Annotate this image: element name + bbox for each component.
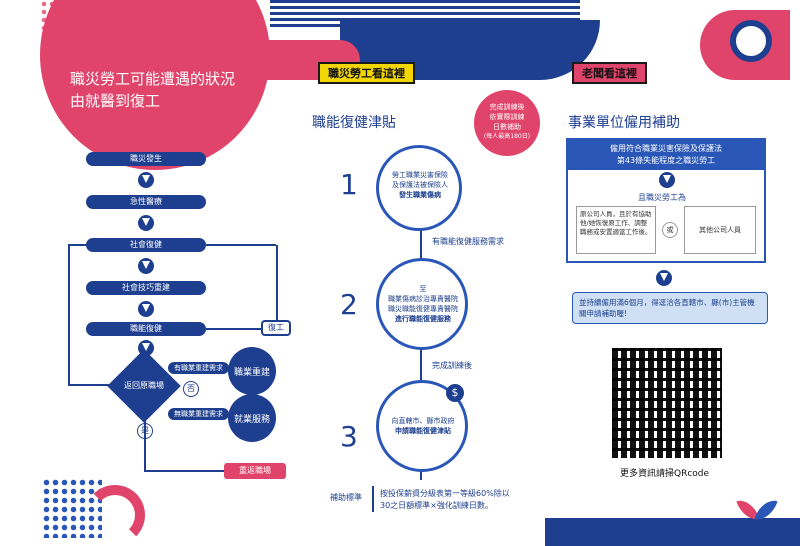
right-connector-mid <box>206 328 262 330</box>
flow-step-4: 社會技巧重建 <box>86 281 206 295</box>
right-main-box: 僱用符合職業災害保險及保護法 第43條失能程度之職災勞工 且職災勞工為 原公司人… <box>566 138 766 263</box>
right-header-tag: 老闆看這裡 <box>572 62 647 84</box>
step2-line2: 職業傷病診治專責醫院 <box>388 295 458 303</box>
badge: 完成訓練後 依實際訓練 日數補助 (每人最高180日) <box>474 90 540 156</box>
return-work-box: 復工 <box>261 320 291 336</box>
badge-line4: (每人最高180日) <box>483 133 531 140</box>
branch2-node-label: 就業服務 <box>233 414 270 425</box>
step1-text: 勞工職業災害保險 及保護法被保險人 發生職業傷病 <box>382 170 458 200</box>
bottom-navy-bar <box>545 518 800 546</box>
right-connector-line <box>276 245 278 320</box>
step3-number: 3 <box>340 420 358 453</box>
step2-text: 至 職業傷病診治專責醫院 職災職能復健專責醫院 進行職能復健服務 <box>380 284 466 324</box>
option1-text: 原公司人員，且於有協助他/她恢復原工作、調整職務或安置適當工作後。 <box>580 210 652 236</box>
red-dot-top-left <box>40 0 110 70</box>
flow-step-2: 急性醫療 <box>86 195 206 209</box>
left-title-line2: 由就醫到復工 <box>70 92 161 110</box>
no-circle: 否 <box>183 381 199 397</box>
option2-box: 其他公司人員 <box>684 206 756 254</box>
step1-bold: 發生職業傷病 <box>399 191 441 199</box>
yes-line <box>144 412 146 470</box>
step2-number: 2 <box>340 288 358 321</box>
left-connector-line <box>68 245 70 385</box>
left-title: 職災勞工可能遭遇的狀況 由就醫到復工 <box>70 68 260 112</box>
between2-text: 完成訓練後 <box>432 361 472 370</box>
step1-line2: 及保護法被保險人 <box>392 181 448 189</box>
down-arrow-icon <box>138 301 154 317</box>
down-arrow-icon <box>138 215 154 231</box>
step3-text: 向直轄市、縣市政府 申請職能復健津貼 <box>380 416 466 436</box>
branch2-tag: 無職業重建需求 <box>168 408 229 420</box>
or-circle: 或 <box>662 222 678 238</box>
final-label: 重返職場 <box>239 466 271 475</box>
right-box-line1: 僱用符合職業災害保險及保護法 <box>610 144 722 153</box>
decision-label: 返回原職場 <box>124 381 164 390</box>
right-connector-top <box>206 244 276 246</box>
badge-line1: 完成訓練後 <box>489 103 525 111</box>
down-arrow-icon <box>138 258 154 274</box>
top-right-white-circle <box>730 20 772 62</box>
bottom-left-pink-arc <box>85 485 145 545</box>
step3-bold: 申請職能復健津貼 <box>395 427 451 435</box>
qr-code[interactable] <box>612 348 722 458</box>
no-label: 否 <box>187 384 195 393</box>
middle-section-title: 職能復健津貼 <box>312 115 396 131</box>
standard-text: 按投保薪資分級表第一等級60%除以 30之日額標準×強化訓練日數。 <box>380 488 510 512</box>
down-arrow-icon <box>656 270 672 286</box>
or-label: 或 <box>666 226 674 234</box>
step1-number: 1 <box>340 168 358 201</box>
right-section-title: 事業單位僱用補助 <box>568 115 680 131</box>
branch1-tag: 有職業重建需求 <box>168 362 229 374</box>
left-title-line1: 職災勞工可能遭遇的狀況 <box>70 70 236 88</box>
option2-text: 其他公司人員 <box>699 226 741 234</box>
flow-step-3: 社會復健 <box>86 238 206 252</box>
step1-line1: 勞工職業災害保險 <box>392 171 448 179</box>
branch2-node: 就業服務 <box>228 394 276 442</box>
flow-step-5: 職能復健 <box>86 322 206 336</box>
middle-header-tag: 職災勞工看這裡 <box>318 62 415 84</box>
return-work-label: 復工 <box>268 323 284 332</box>
standard-divider <box>372 486 374 512</box>
step2-circle <box>376 258 468 350</box>
between1-text: 有職能復健服務需求 <box>432 237 504 246</box>
standard-line2: 30之日額標準×強化訓練日數。 <box>380 501 493 510</box>
right-box-header: 僱用符合職業災害保險及保護法 第43條失能程度之職災勞工 <box>568 140 764 170</box>
left-connector-bottom <box>68 384 118 386</box>
badge-line2: 依實際訓練 <box>489 113 525 121</box>
branch1-node: 職業重建 <box>228 347 276 395</box>
note-box: 並持續僱用滿6個月，得逕洽各直轄市、縣(市)主管機關申請補助喔! <box>572 292 768 324</box>
final-box: 重返職場 <box>224 463 286 479</box>
left-connector-top <box>68 244 88 246</box>
step2-line3: 職災職能復健專責醫院 <box>388 305 458 313</box>
down-arrow-icon <box>138 172 154 188</box>
badge-line3: 日數補助 <box>493 123 521 131</box>
note-text: 並持續僱用滿6個月，得逕洽各直轄市、縣(市)主管機關申請補助喔! <box>579 298 755 318</box>
qr-caption: 更多資訊請掃QRcode <box>620 469 710 479</box>
branch1-node-label: 職業重建 <box>233 367 270 378</box>
right-box-line2: 第43條失能程度之職災勞工 <box>616 156 716 165</box>
standard-label: 補助標準 <box>330 493 362 502</box>
dollar-icon: $ <box>446 384 464 402</box>
step3-line1: 向直轄市、縣市政府 <box>391 417 455 425</box>
yes-line-h <box>144 470 224 472</box>
down-arrow-icon <box>659 172 675 188</box>
flow-step-1: 職災發生 <box>86 152 206 166</box>
standard-line1: 按投保薪資分級表第一等級60%除以 <box>380 489 510 498</box>
step2-line1: 至 <box>419 285 427 293</box>
option1-box: 原公司人員，且於有協助他/她恢復原工作、調整職務或安置適當工作後。 <box>576 206 656 254</box>
step1-circle <box>376 145 462 231</box>
step2-bold: 進行職能復健服務 <box>395 315 451 323</box>
and-label: 且職災勞工為 <box>638 193 686 202</box>
